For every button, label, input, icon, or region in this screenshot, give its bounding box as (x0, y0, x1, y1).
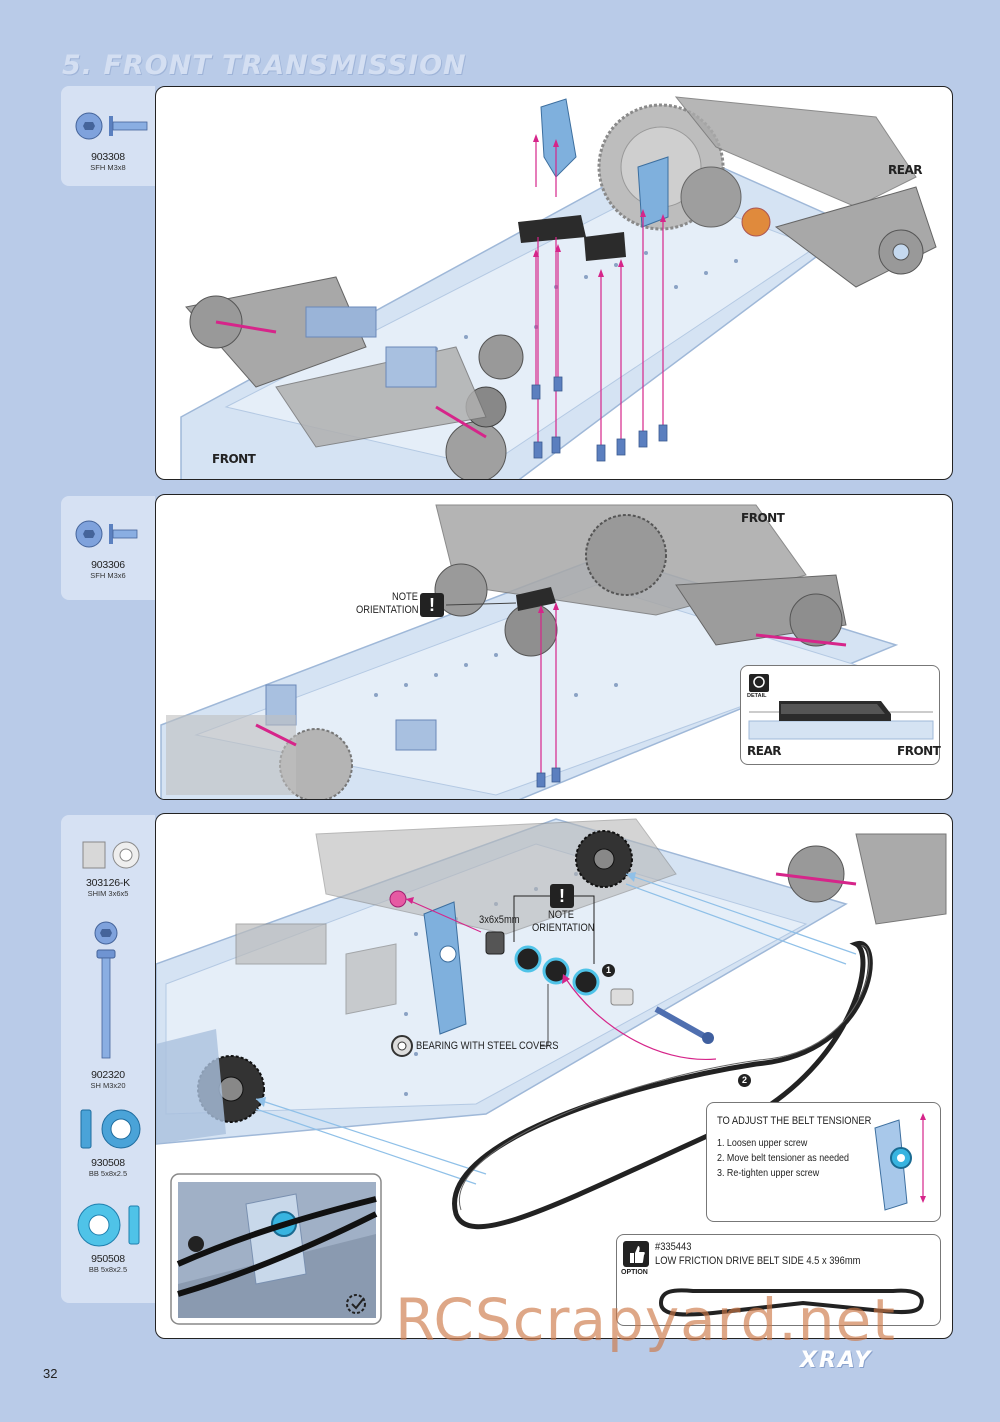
part-code: 903306 (91, 559, 125, 571)
option-badge-label: OPTION (621, 1269, 648, 1276)
part-desc: SFH M3x8 (90, 163, 126, 172)
step2-part-903306: 903306 SFH M3x6 (61, 518, 155, 580)
part-code: 303126-K (86, 877, 130, 889)
flat-head-screw-icon (75, 520, 138, 548)
flat-head-screw-icon (75, 112, 148, 140)
part-code: 930508 (91, 1157, 125, 1169)
rear-detail-label: REAR (747, 744, 781, 758)
belt-tensioner-illustration (156, 818, 947, 1325)
brand-logo: XRAY (800, 1348, 873, 1373)
part-code: 902320 (91, 1069, 125, 1081)
step2-panel: FRONT NOTE ORIENTATION ! DETAIL REAR FRO… (155, 494, 953, 800)
part-desc: SH M3x20 (90, 1081, 126, 1090)
step1-part-903308: 903308 SFH M3x8 (61, 110, 155, 172)
hex-screw-icon (94, 921, 118, 1059)
tensioner-step-3: 3. Re-tighten upper screw (717, 1167, 820, 1179)
front-detail-label-text: FRONT (897, 744, 941, 758)
tensioner-bracket-illustration (874, 1113, 926, 1211)
section-title: 5. FRONT TRANSMISSION (62, 50, 467, 81)
step3-panel: 3x6x5mm ! NOTE ORIENTATION 1 2 BEARING W… (155, 813, 953, 1339)
rear-label: REAR (888, 163, 922, 177)
step3-part-902320: 902320 SH M3x20 (61, 918, 155, 1090)
part-desc: SHIM 3x6x5 (87, 889, 129, 898)
option-part-number: #335443 (655, 1241, 692, 1253)
orientation-label: ORIENTATION (532, 922, 595, 934)
front-label-text: FRONT (212, 452, 256, 466)
watermark: RCScrapyard.net (395, 1286, 896, 1354)
detail-illustration (748, 674, 934, 740)
step-two-badge: 2 (738, 1074, 751, 1087)
ball-bearing-icon (80, 1109, 141, 1149)
warning-icon: ! (420, 593, 444, 617)
option-description: LOW FRICTION DRIVE BELT SIDE 4.5 x 396mm (655, 1255, 861, 1267)
step3-part-930508: 930508 BB 5x8x2.5 (61, 1106, 155, 1178)
part-desc: BB 5x8x2.5 (88, 1265, 128, 1274)
option-inset: OPTION #335443 LOW FRICTION DRIVE BELT S… (616, 1234, 941, 1326)
page-number: 32 (43, 1366, 58, 1381)
drive-belt-illustration (658, 1288, 924, 1317)
bearing-label: BEARING WITH STEEL COVERS (416, 1040, 559, 1052)
tensioner-title: TO ADJUST THE BELT TENSIONER (717, 1115, 872, 1127)
shim-icon (82, 841, 140, 869)
option-badge (623, 1241, 649, 1267)
step2-parts-column (61, 496, 155, 600)
front-detail-label: FRONT (897, 744, 941, 758)
step3-part-303126-K: 303126-K SHIM 3x6x5 (61, 838, 155, 898)
orientation-label: ORIENTATION (356, 604, 419, 616)
front-label: FRONT (741, 511, 785, 525)
shim-size-label: 3x6x5mm (479, 914, 520, 926)
rear-label-text: REAR (888, 163, 922, 177)
tensioner-inset: TO ADJUST THE BELT TENSIONER 1. Loosen u… (706, 1102, 941, 1222)
part-desc: SFH M3x6 (90, 571, 126, 580)
part-desc: BB 5x8x2.5 (88, 1169, 128, 1178)
detail-badge: DETAIL (747, 693, 767, 699)
tensioner-step-1: 1. Loosen upper screw (717, 1137, 808, 1149)
step1-parts-column (61, 86, 155, 186)
step3-part-950508: 950508 BB 5x8x2.5 (61, 1202, 155, 1274)
part-code: 903308 (91, 151, 125, 163)
note-label: NOTE (392, 591, 418, 603)
chassis-front-illustration (160, 504, 899, 799)
thumbs-up-icon (630, 1246, 645, 1263)
chassis-assembly-illustration (180, 96, 937, 479)
ball-bearing-icon (77, 1203, 140, 1247)
step1-panel: REAR FRONT (155, 86, 953, 480)
front-label-text: FRONT (741, 511, 785, 525)
part-code: 950508 (91, 1253, 125, 1265)
rear-detail-label-text: REAR (747, 744, 781, 758)
step-one-badge: 1 (602, 964, 615, 977)
tensioner-step-2: 2. Move belt tensioner as needed (717, 1152, 849, 1164)
note-label: NOTE (548, 909, 574, 921)
detail-inset: DETAIL REAR FRONT (740, 665, 941, 765)
warning-icon: ! (550, 884, 574, 908)
front-label: FRONT (212, 452, 256, 466)
